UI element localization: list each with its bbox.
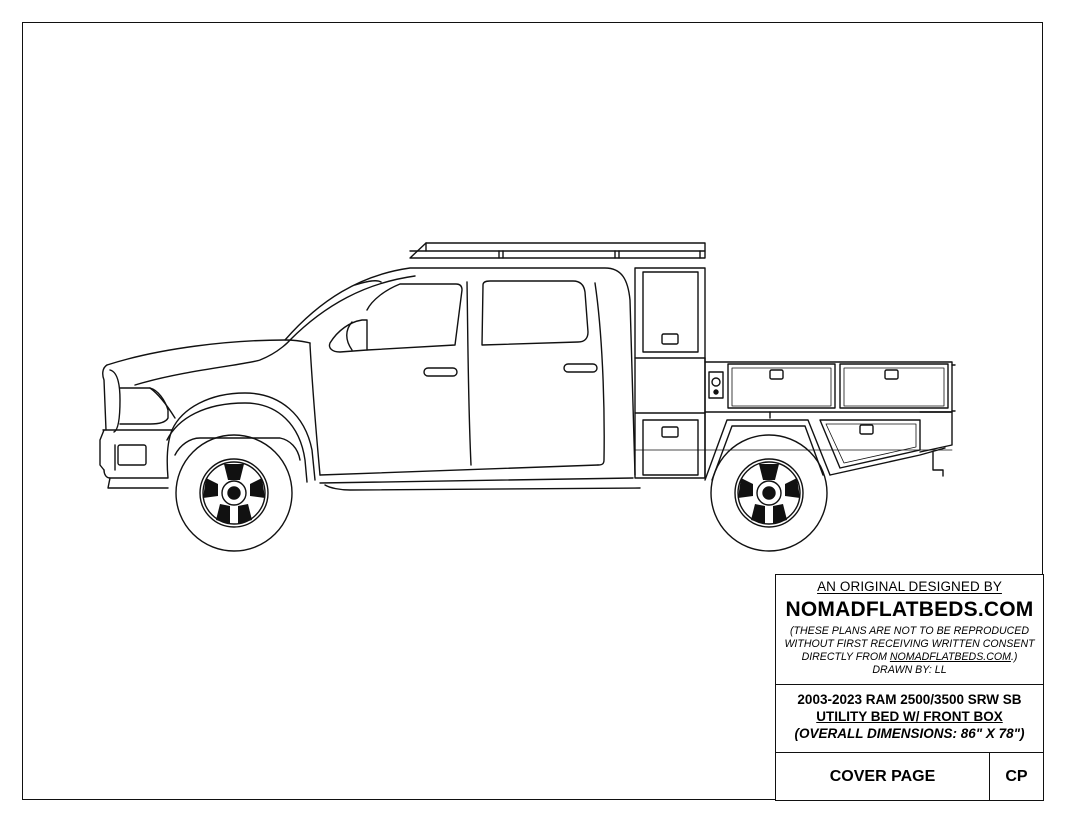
title-block: AN ORIGINAL DESIGNED BY NOMADFLATBEDS.CO…: [775, 574, 1044, 801]
front-fender: [166, 392, 316, 483]
front-wheel: [175, 434, 293, 552]
product-description: UTILITY BED W/ FRONT BOX: [816, 709, 1003, 724]
sheet-name: COVER PAGE: [776, 753, 990, 800]
disclaimer-line-1: (THESE PLANS ARE NOT TO BE REPRODUCED: [790, 625, 1029, 637]
sheet-code: CP: [1005, 768, 1028, 785]
cab-body: [106, 267, 641, 491]
disclaimer-suffix: .): [1010, 651, 1018, 663]
rear-wheel: [710, 434, 828, 552]
disclaimer-prefix: DIRECTLY FROM: [801, 651, 890, 663]
product-section: 2003-2023 RAM 2500/3500 SRW SB UTILITY B…: [776, 685, 1043, 753]
drawn-by: DRAWN BY: LL: [872, 664, 947, 676]
sheet-info-row: COVER PAGE CP: [776, 753, 1043, 801]
front-end: [99, 364, 176, 489]
overall-dimensions: (OVERALL DIMENSIONS: 86" X 78"): [794, 726, 1025, 741]
website-link[interactable]: NOMADFLATBEDS.COM: [889, 651, 1011, 663]
designer-section: AN ORIGINAL DESIGNED BY NOMADFLATBEDS.CO…: [776, 575, 1043, 685]
designed-by-label: AN ORIGINAL DESIGNED BY: [817, 579, 1002, 594]
disclaimer-line-3: DIRECTLY FROM NOMADFLATBEDS.COM.): [776, 651, 1043, 664]
disclaimer-line-2: WITHOUT FIRST RECEIVING WRITTEN CONSENT: [784, 638, 1035, 650]
roof-rack: [409, 242, 706, 259]
sheet-border-frame: [22, 22, 1043, 800]
utility-flatbed: [704, 357, 956, 481]
vehicle-model: 2003-2023 RAM 2500/3500 SRW SB: [797, 692, 1022, 707]
front-box: [634, 267, 706, 479]
brand-name: NOMADFLATBEDS.COM: [785, 598, 1034, 621]
